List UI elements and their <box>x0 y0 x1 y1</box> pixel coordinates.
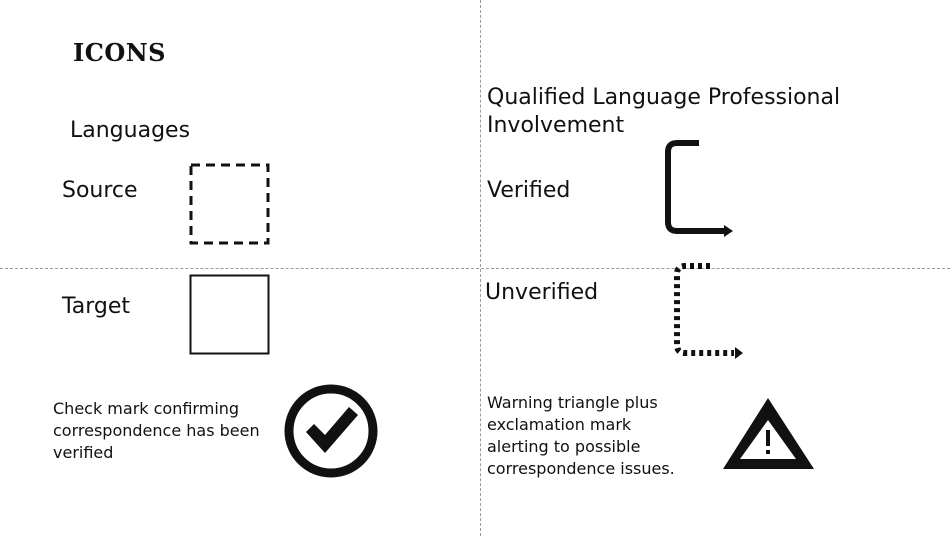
solid-bent-arrow-icon <box>665 140 733 237</box>
solid-square-icon <box>189 274 270 355</box>
unverified-label: Unverified <box>485 280 599 305</box>
dashed-square-icon <box>189 163 270 245</box>
check-description: Check mark confirming correspondence has… <box>53 399 260 462</box>
page-title: ICONS <box>73 38 167 67</box>
verified-label: Verified <box>487 178 571 203</box>
target-label: Target <box>62 294 131 319</box>
warning-description-line: alerting to possible <box>487 437 641 456</box>
qualified-heading: Qualified Language Professional Involvem… <box>487 84 840 140</box>
qualified-heading-line1: Qualified Language Professional <box>487 85 841 110</box>
warning-description-line: Warning triangle plus <box>487 393 658 412</box>
check-circle-icon <box>284 384 378 478</box>
warning-triangle-icon <box>723 398 814 469</box>
dotted-bent-arrow-icon <box>674 263 743 359</box>
horizontal-divider <box>0 268 950 269</box>
warning-description-line: correspondence issues. <box>487 459 675 478</box>
warning-description-line: exclamation mark <box>487 415 632 434</box>
languages-heading: Languages <box>70 118 191 143</box>
source-label: Source <box>62 178 138 203</box>
qualified-heading-line2: Involvement <box>487 113 625 138</box>
warning-description: Warning triangle plus exclamation mark a… <box>487 392 717 480</box>
